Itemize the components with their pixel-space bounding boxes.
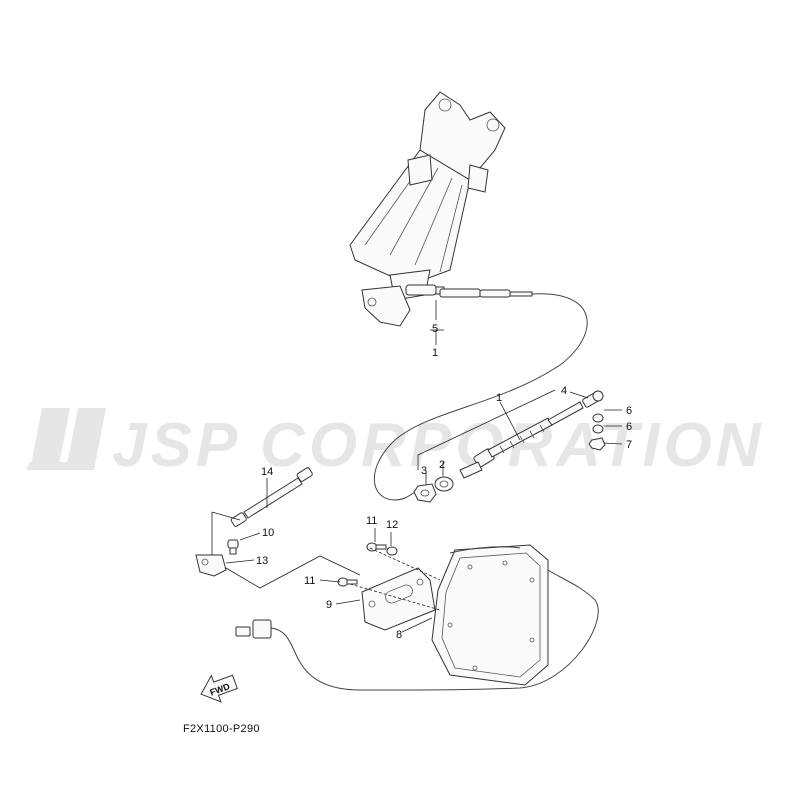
callout-2: 2 [439,459,445,471]
fwd-arrow: FWD [200,674,238,703]
leader-lines [211,300,623,633]
cover-8 [431,544,549,686]
callout-3: 3 [421,465,427,477]
callout-10: 10 [262,527,274,539]
watermark-text: JSP CORPORATION [112,411,765,480]
washer-12 [386,546,398,556]
screw-11a [366,542,387,552]
callout-14: 14 [261,466,273,478]
callout-13: 13 [256,555,268,567]
washer-6b [592,424,604,434]
watermark: JSP CORPORATION [26,408,765,480]
wire-harness [235,546,599,691]
callout-11: 11 [304,575,315,587]
washer-2 [434,476,454,492]
steering-column [349,91,506,327]
callout-9: 9 [326,599,332,611]
fwd-arrow-icon [200,674,238,703]
cable-lower-end [459,390,604,479]
callout-1: 1 [496,392,502,404]
diagram-code: F2X1100-P290 [183,723,260,735]
callout-8: 8 [396,629,402,641]
callouts: 5 1 1 2 3 4 6 6 7 8 9 10 11 11 12 13 14 [256,323,632,641]
callout-4: 4 [561,385,567,397]
callout-6: 6 [626,405,632,417]
nut-7 [588,437,606,451]
cable-top-end [439,288,533,298]
fitting-10 [227,539,239,555]
callout-11: 11 [366,515,377,527]
callout-1: 1 [432,347,438,359]
control-cable [373,293,588,501]
callout-5: 5 [432,323,438,335]
sensor-13 [195,554,227,577]
callout-6: 6 [626,421,632,433]
callout-12: 12 [386,519,398,531]
screw-11b [337,577,358,587]
washer-6a [592,413,604,423]
nut-3 [413,483,437,503]
callout-7: 7 [626,439,632,451]
bracket-9 [361,567,436,631]
watermark-logo-icon [26,408,106,470]
